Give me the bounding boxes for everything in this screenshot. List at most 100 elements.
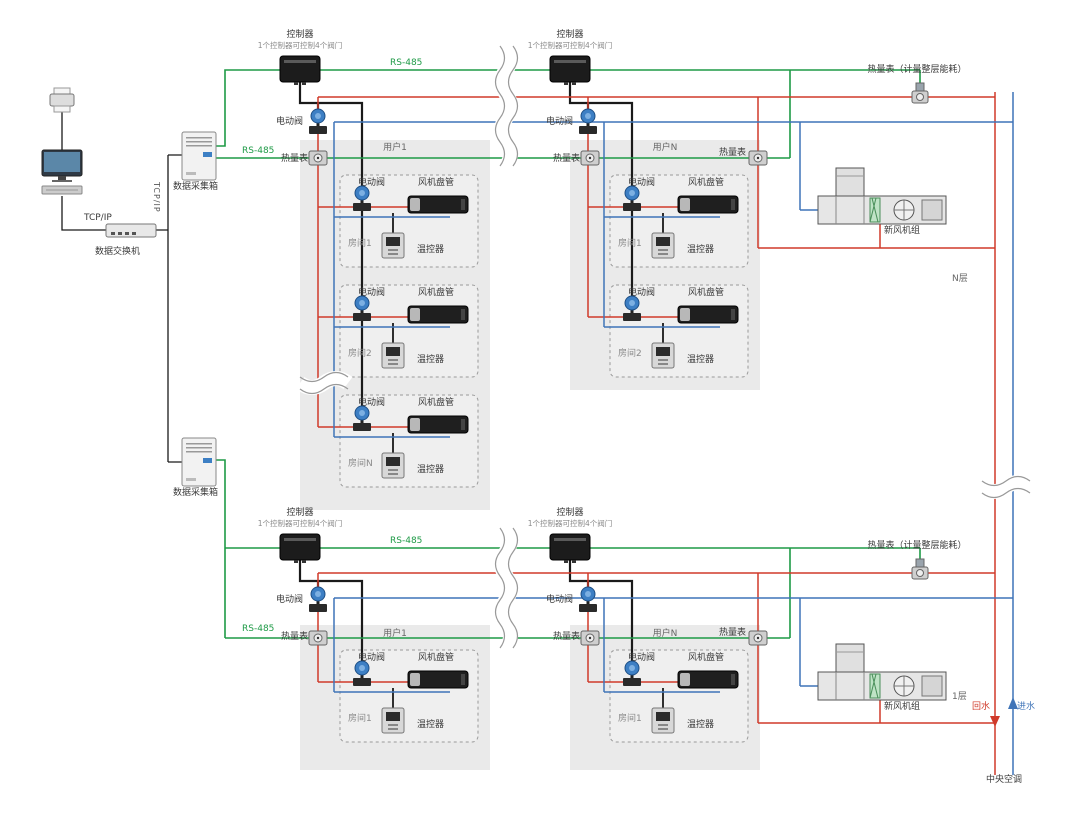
controller-icon bbox=[549, 533, 591, 564]
computer-icon bbox=[41, 149, 83, 195]
heat-meter-icon bbox=[580, 630, 600, 646]
valve-label: 电动阀 bbox=[358, 178, 386, 188]
supply-arrow-up bbox=[1008, 697, 1018, 709]
fan-coil-label: 风机盘管 bbox=[688, 288, 725, 298]
valve-label: 电动阀 bbox=[546, 595, 574, 605]
fan-coil-icon bbox=[407, 195, 469, 214]
thermostat-label: 温控器 bbox=[417, 465, 445, 475]
electric-valve-icon bbox=[307, 585, 329, 614]
controller-note: 1个控制器可控制4个阀门 bbox=[257, 519, 343, 528]
roomN-label: 房间N bbox=[348, 459, 373, 469]
heat-meter-label: 热量表 bbox=[553, 154, 581, 164]
floor-meter-label: 热量表（计量整层能耗） bbox=[867, 541, 967, 551]
data-switch-label: 数据交换机 bbox=[95, 247, 141, 257]
thermostat-icon bbox=[381, 707, 405, 734]
fresh-air-label: 新风机组 bbox=[884, 226, 921, 236]
controller-title: 控制器 bbox=[286, 508, 314, 518]
rs485-label: RS-485 bbox=[390, 536, 423, 546]
break-symbols bbox=[295, 41, 1035, 653]
floor1-label: 1层 bbox=[952, 692, 967, 702]
valve-label: 电动阀 bbox=[276, 595, 304, 605]
heat-meter-icon bbox=[580, 150, 600, 166]
floorN-label: N层 bbox=[952, 274, 968, 284]
valve-label: 电动阀 bbox=[628, 178, 656, 188]
valve-label: 电动阀 bbox=[628, 288, 656, 298]
fan-coil-icon bbox=[677, 305, 739, 324]
thermostat-icon bbox=[651, 342, 675, 369]
heat-meter-icon bbox=[748, 150, 768, 166]
heat-meter-icon bbox=[748, 630, 768, 646]
heat-meter-label: 热量表 bbox=[281, 632, 309, 642]
valve-label: 电动阀 bbox=[358, 398, 386, 408]
room2-label: 房间2 bbox=[618, 349, 642, 359]
fan-coil-label: 风机盘管 bbox=[418, 178, 455, 188]
thermostat-label: 温控器 bbox=[687, 720, 715, 730]
heat-meter-icon bbox=[308, 150, 328, 166]
electric-valve-icon bbox=[307, 107, 329, 136]
valve-label: 电动阀 bbox=[358, 288, 386, 298]
daq-label: 数据采集箱 bbox=[173, 182, 219, 192]
thermostat-icon bbox=[651, 707, 675, 734]
thermostat-icon bbox=[381, 232, 405, 259]
valve-label: 电动阀 bbox=[358, 653, 386, 663]
controller-icon bbox=[279, 533, 321, 564]
return-water-label: 回水 bbox=[972, 702, 991, 712]
central-ac-label: 中央空调 bbox=[985, 775, 1023, 785]
thermostat-icon bbox=[381, 452, 405, 479]
thermostat-icon bbox=[381, 342, 405, 369]
floor-heat-meter-icon bbox=[911, 82, 929, 104]
heat-meter-label: 热量表 bbox=[719, 628, 747, 638]
heat-meter-label: 热量表 bbox=[553, 632, 581, 642]
floor-heat-meter-icon bbox=[911, 558, 929, 580]
thermostat-label: 温控器 bbox=[687, 245, 715, 255]
fan-coil-icon bbox=[407, 305, 469, 324]
return-arrow-down bbox=[990, 716, 1000, 727]
fan-coil-icon bbox=[407, 670, 469, 689]
controller-note: 1个控制器可控制4个阀门 bbox=[257, 41, 343, 50]
floor-meter-label: 热量表（计量整层能耗） bbox=[867, 65, 967, 75]
valve-label: 电动阀 bbox=[546, 117, 574, 127]
controller-note: 1个控制器可控制4个阀门 bbox=[527, 41, 613, 50]
valve-label: 电动阀 bbox=[276, 117, 304, 127]
fan-coil-icon bbox=[407, 415, 469, 434]
thermostat-label: 温控器 bbox=[417, 245, 445, 255]
daq-box-icon bbox=[181, 437, 217, 487]
controller-title: 控制器 bbox=[286, 30, 314, 40]
fan-coil-icon bbox=[677, 195, 739, 214]
room1-label: 房间1 bbox=[348, 239, 372, 249]
supply-pipe-layer bbox=[333, 92, 1018, 775]
thermostat-icon bbox=[651, 232, 675, 259]
thermostat-label: 温控器 bbox=[417, 355, 445, 365]
userN-label: 用户N bbox=[652, 143, 678, 153]
daq-label: 数据采集箱 bbox=[173, 488, 219, 498]
room1-label: 房间1 bbox=[348, 714, 372, 724]
printer-icon bbox=[49, 87, 75, 113]
fan-coil-icon bbox=[677, 670, 739, 689]
heat-meter-icon bbox=[308, 630, 328, 646]
controller-note: 1个控制器可控制4个阀门 bbox=[527, 519, 613, 528]
rs485-label: RS-485 bbox=[242, 624, 275, 634]
fresh-air-unit-icon bbox=[817, 643, 947, 701]
fan-coil-label: 风机盘管 bbox=[418, 398, 455, 408]
fresh-air-label: 新风机组 bbox=[884, 702, 921, 712]
fan-coil-label: 风机盘管 bbox=[418, 653, 455, 663]
controller-icon bbox=[549, 55, 591, 86]
thermostat-label: 温控器 bbox=[687, 355, 715, 365]
data-switch-icon bbox=[105, 223, 157, 238]
heat-meter-label: 热量表 bbox=[719, 148, 747, 158]
rs485-label: RS-485 bbox=[242, 146, 275, 156]
valve-label: 电动阀 bbox=[628, 653, 656, 663]
rs485-label: RS-485 bbox=[390, 58, 423, 68]
heat-meter-label: 热量表 bbox=[281, 154, 309, 164]
userN-label: 用户N bbox=[652, 629, 678, 639]
tcpip-vertical-label: TCP/IP bbox=[152, 182, 161, 213]
fan-coil-label: 风机盘管 bbox=[688, 178, 725, 188]
user1-label: 用户1 bbox=[383, 143, 407, 153]
room1-label: 房间1 bbox=[618, 714, 642, 724]
supply-water-label: 进水 bbox=[1017, 702, 1036, 712]
controller-icon bbox=[279, 55, 321, 86]
return-pipe-layer bbox=[317, 92, 1000, 775]
controller-title: 控制器 bbox=[556, 508, 584, 518]
